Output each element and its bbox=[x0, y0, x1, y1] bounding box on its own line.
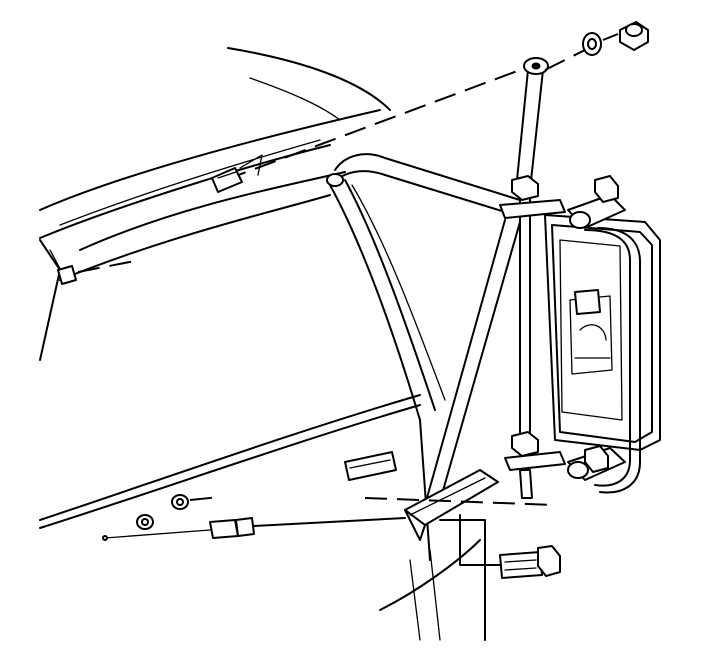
roof-clip bbox=[211, 154, 263, 193]
mirror-upper-brace bbox=[326, 153, 521, 216]
upper-washer bbox=[582, 32, 602, 56]
mirror-upper-bracket bbox=[567, 175, 626, 229]
mirror-pivot-rods bbox=[499, 175, 566, 499]
upper-retaining-nut bbox=[619, 21, 649, 51]
wiring-connector bbox=[102, 517, 406, 541]
mirror-lower-bracket bbox=[567, 445, 626, 481]
mirror-glass bbox=[559, 239, 623, 421]
mirror-mounting-bolt bbox=[459, 514, 561, 579]
door-handle-recess bbox=[344, 451, 397, 481]
door-plug-clips bbox=[136, 494, 221, 530]
mirror-upper-bracket-arm bbox=[515, 57, 549, 191]
door-body bbox=[39, 47, 486, 641]
mirror-lower-mount bbox=[364, 469, 556, 541]
mirror-head bbox=[544, 214, 661, 494]
left-screw bbox=[57, 259, 141, 285]
mirror-support-arm bbox=[424, 219, 521, 509]
